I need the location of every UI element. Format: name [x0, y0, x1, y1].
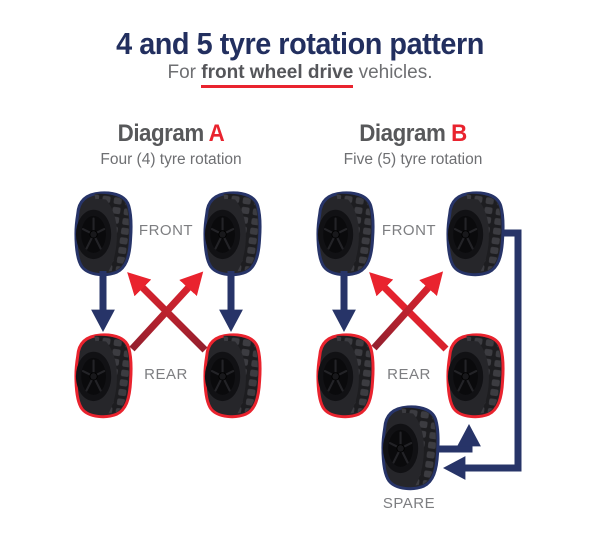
diagram-b-caption: Five (5) tyre rotation: [343, 151, 483, 168]
diagram-b-letter: B: [451, 120, 467, 147]
tyre-a-rear-left: [68, 331, 135, 420]
subtitle: For front wheel drive vehicles.: [0, 62, 600, 88]
arrow-b-rearleft-to-frontright: [371, 271, 444, 351]
diagram-b-title: Diagram B: [313, 120, 512, 148]
tyre-b-spare: [375, 403, 442, 492]
subtitle-suffix: vehicles.: [353, 62, 433, 83]
diagram-a-letter: A: [208, 120, 225, 147]
label-a-front: FRONT: [138, 222, 194, 239]
arrow-a-rearleft-to-frontright: [129, 271, 204, 352]
tyre-a-front-left: [68, 189, 135, 278]
tyre-b-front-right: [440, 189, 507, 278]
subtitle-highlight: front wheel drive: [201, 62, 354, 88]
tyre-b-rear-right: [440, 331, 507, 420]
diagram-a-caption: Four (4) tyre rotation: [100, 151, 242, 168]
label-b-spare: SPARE: [382, 495, 436, 512]
tyre-b-front-left: [310, 189, 377, 278]
diagram-b-header: Diagram B Five (5) tyre rotation: [306, 120, 520, 169]
label-a-rear: REAR: [144, 366, 188, 383]
subtitle-prefix: For: [167, 62, 202, 83]
tyre-a-rear-right: [197, 331, 264, 420]
page-title: 4 and 5 tyre rotation pattern: [116, 26, 484, 61]
diagram-a-title-word: Diagram: [117, 120, 205, 147]
arrow-b-rearright-to-frontleft: [369, 272, 449, 352]
tyre-a-front-right: [197, 189, 264, 278]
diagram-b-title-word: Diagram: [359, 120, 446, 147]
diagram-a-title: Diagram A: [71, 120, 270, 148]
diagram-a-header: Diagram A Four (4) tyre rotation: [64, 120, 278, 169]
label-b-rear: REAR: [387, 366, 431, 383]
label-b-front: FRONT: [381, 222, 437, 239]
arrow-a-rearright-to-frontleft: [127, 272, 208, 353]
tyre-b-rear-left: [310, 331, 377, 420]
